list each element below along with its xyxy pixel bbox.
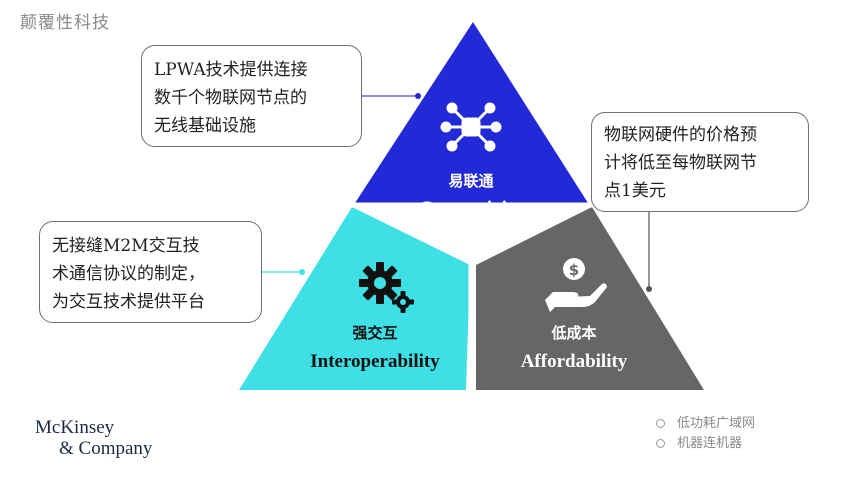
gears-icon bbox=[359, 262, 414, 313]
network-hub-icon bbox=[440, 102, 502, 152]
affordability-callout: 物联网硬件的价格预 计将低至每物联网节 点1美元 bbox=[591, 112, 809, 212]
logo-line-1: McKinsey bbox=[35, 417, 115, 438]
logo-line-2: & Company bbox=[59, 438, 153, 459]
affordability-title-zh: 低成本 bbox=[551, 324, 597, 342]
legend-item: 机器连机器 bbox=[656, 434, 755, 454]
interoperability-callout: 无接缝M2M交互技 术通信协议的制定， 为交互技术提供平台 bbox=[39, 221, 262, 323]
connectivity-title-en: Connectivity bbox=[419, 198, 523, 219]
interoperability-segment bbox=[239, 207, 470, 390]
watermark-text: 颠覆性科技 bbox=[20, 13, 110, 33]
svg-text:$: $ bbox=[569, 261, 579, 279]
connectivity-callout: LPWA技术提供连接 数千个物联网节点的 无线基础设施 bbox=[141, 45, 362, 147]
bullet-icon bbox=[656, 419, 665, 428]
interoperability-title-en: Interoperability bbox=[310, 351, 440, 372]
affordability-title-en: Affordability bbox=[520, 351, 628, 372]
legend: 低功耗广域网 机器连机器 bbox=[656, 414, 755, 454]
legend-item: 低功耗广域网 bbox=[656, 414, 755, 434]
connectivity-title-zh: 易联通 bbox=[448, 172, 494, 190]
connectivity-segment bbox=[355, 22, 588, 203]
bullet-icon bbox=[656, 439, 665, 448]
mckinsey-logo: McKinsey & Company bbox=[35, 417, 152, 459]
interoperability-title-zh: 强交互 bbox=[352, 324, 398, 342]
hand-coin-icon: $ bbox=[545, 258, 607, 312]
